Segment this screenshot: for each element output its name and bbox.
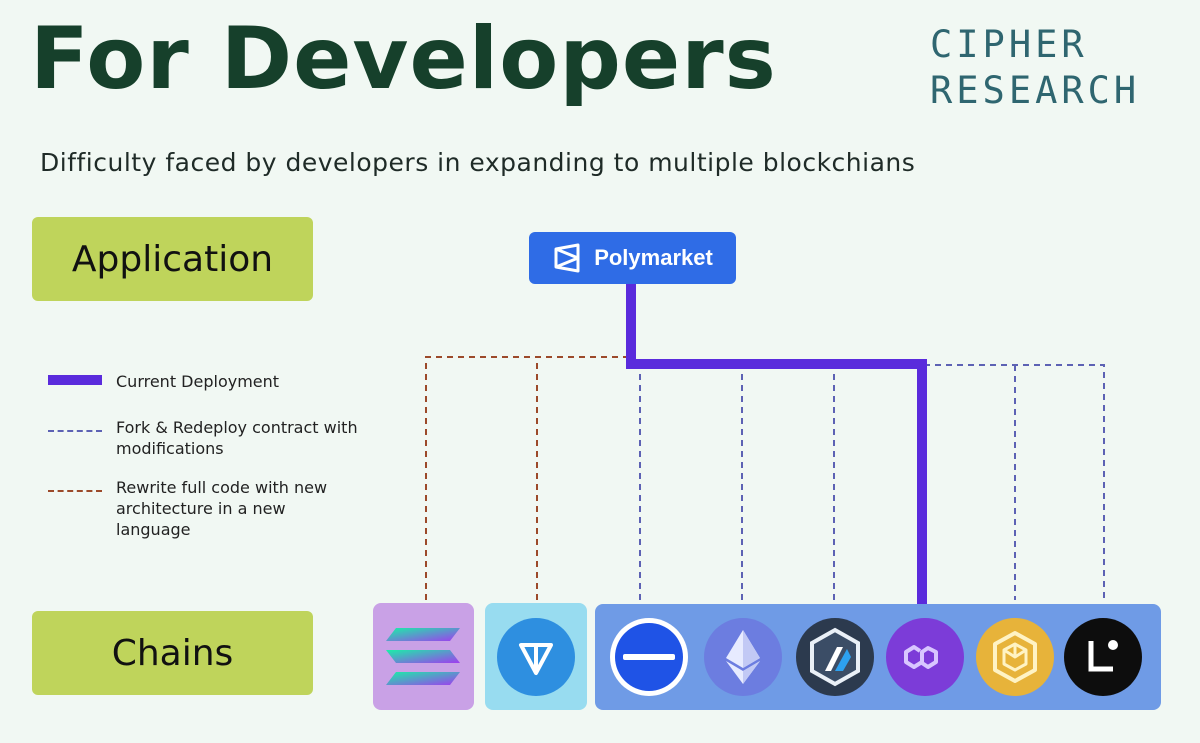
legend-text-current: Current Deployment xyxy=(116,372,280,391)
page-title: For Developers xyxy=(30,9,777,109)
application-label: Application xyxy=(32,217,313,301)
arbitrum-icon xyxy=(796,618,874,696)
ethereum-icon xyxy=(704,618,782,696)
legend-swatch-rewrite xyxy=(48,490,102,492)
bnb-icon xyxy=(976,618,1054,696)
legend-swatch-fork xyxy=(48,430,102,432)
brand-line-1: CIPHER xyxy=(930,23,1088,66)
chains-label: Chains xyxy=(32,611,313,695)
polymarket-label: Polymarket xyxy=(594,245,713,270)
brand-logo: CIPHER RESEARCH xyxy=(930,22,1140,115)
legend-swatch-current xyxy=(48,375,102,385)
connector-current-polygon xyxy=(626,284,927,604)
brand-line-2: RESEARCH xyxy=(930,69,1141,113)
polygon-icon xyxy=(886,618,964,696)
solana-icon xyxy=(386,628,460,685)
polymarket-node: Polymarket xyxy=(529,232,736,284)
connector-rewrite-solana xyxy=(425,356,630,600)
ton-icon xyxy=(497,618,575,696)
connector-fork-top xyxy=(924,364,1105,600)
legend-text-fork: Fork & Redeploy contract with modificati… xyxy=(116,418,358,458)
legend-text-rewrite: Rewrite full code with new architecture … xyxy=(116,478,328,539)
polymarket-logo-icon xyxy=(554,243,580,273)
base-icon xyxy=(610,618,688,696)
linea-icon xyxy=(1064,618,1142,696)
page-subtitle: Difficulty faced by developers in expand… xyxy=(40,148,916,177)
